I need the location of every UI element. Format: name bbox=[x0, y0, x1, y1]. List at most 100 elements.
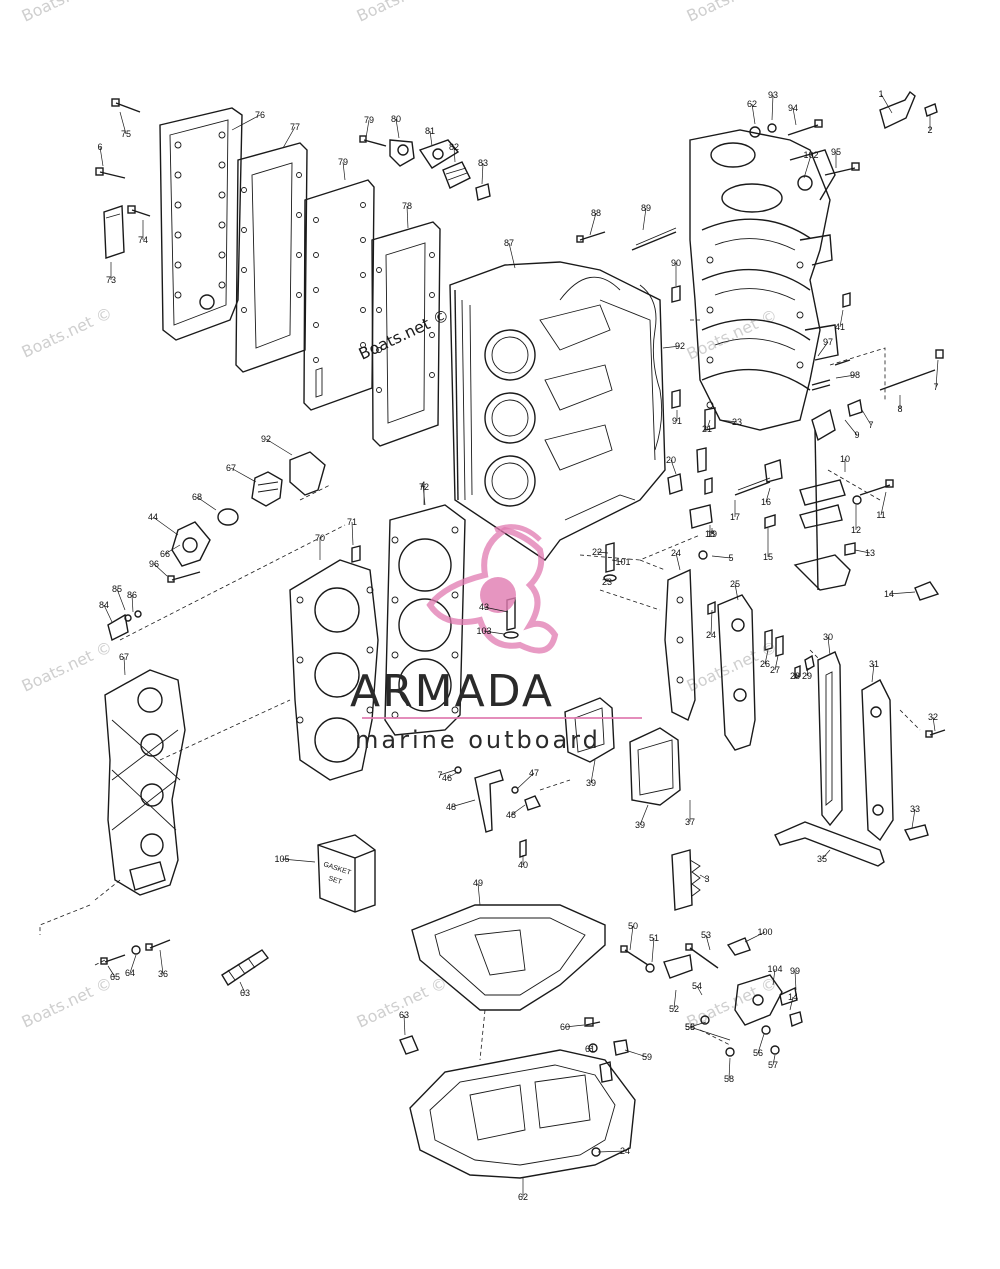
callout-number: 92 bbox=[261, 434, 271, 444]
cylinder-block-89 bbox=[449, 261, 666, 561]
callout-number: 39 bbox=[586, 778, 596, 788]
watermark-text: Boats.net © bbox=[19, 303, 115, 361]
callout-leader bbox=[854, 549, 871, 554]
gasket-41 bbox=[564, 697, 615, 763]
callout-number: 86 bbox=[127, 590, 137, 600]
callout-number: 22 bbox=[592, 547, 602, 557]
callout-number: 8 bbox=[897, 404, 902, 414]
callout-leader bbox=[705, 934, 711, 951]
exhaust-cover-78 bbox=[159, 107, 243, 341]
exhaust-gasket-79b bbox=[371, 221, 441, 447]
watermark-text: Boats.net © bbox=[684, 0, 780, 26]
callout-number: 105 bbox=[0, 0, 8, 2]
callout-number: 24 bbox=[706, 630, 716, 640]
watermark-text: Boats.net © bbox=[354, 973, 450, 1031]
callout-leader bbox=[871, 663, 875, 683]
callout-leader bbox=[510, 804, 526, 816]
callout-number: 17 bbox=[730, 512, 740, 522]
callout-number: 61 bbox=[585, 1044, 595, 1054]
gasket-set-label-line2: SET bbox=[327, 875, 343, 886]
callout-leader bbox=[880, 491, 887, 516]
bottom-left-parts bbox=[100, 939, 270, 986]
callout-number: 4 bbox=[420, 480, 425, 490]
callout-leader bbox=[483, 630, 505, 635]
gasket-75 bbox=[103, 205, 125, 259]
callout-number: 104 bbox=[767, 964, 782, 974]
callout-number: 32 bbox=[928, 712, 938, 722]
callout-number: 15 bbox=[763, 552, 773, 562]
callout-number: 14 bbox=[884, 589, 894, 599]
crankcase-99 bbox=[689, 129, 839, 431]
callout-number: 6 bbox=[97, 142, 102, 152]
callout-number: 100 bbox=[757, 927, 772, 937]
callout-number: 76 bbox=[255, 110, 265, 120]
callout-number: 60 bbox=[560, 1022, 570, 1032]
callout-number: 30 bbox=[823, 632, 833, 642]
callout-number: 28 bbox=[790, 671, 800, 681]
callout-leader bbox=[794, 673, 798, 677]
bracket-3 bbox=[671, 849, 701, 911]
armada-logo: ARMADA marine outboard bbox=[350, 524, 642, 754]
callout-number: 80 bbox=[391, 114, 401, 124]
watermark-text: Boats.net © bbox=[19, 0, 115, 26]
callout-number: 50 bbox=[628, 921, 638, 931]
manifold-68 bbox=[104, 610, 186, 896]
callout-number: 49 bbox=[473, 878, 483, 888]
assembly-lines bbox=[39, 319, 921, 1061]
callout-number: 63 bbox=[399, 1010, 409, 1020]
callout-leader bbox=[673, 989, 677, 1010]
callout-number: 79 bbox=[338, 157, 348, 167]
adapter-gasket-51 bbox=[411, 904, 606, 1011]
callout-number: 10 bbox=[840, 454, 850, 464]
callout-number: 44 bbox=[148, 512, 158, 522]
callout-number: 25 bbox=[730, 579, 740, 589]
callout-number: 46 bbox=[442, 773, 452, 783]
watermark-text: Boats.net © bbox=[19, 973, 115, 1031]
callout-number: 70 bbox=[315, 533, 325, 543]
callout-leader bbox=[935, 359, 939, 388]
callout-number: 19 bbox=[707, 529, 717, 539]
callout-leader bbox=[792, 107, 797, 126]
thermostat-group bbox=[359, 135, 491, 201]
cover-27 bbox=[707, 594, 756, 751]
callout-leader bbox=[888, 591, 916, 595]
callout-layer: 1234567778910111213141415161718192021222… bbox=[0, 0, 939, 1202]
callout-leader bbox=[231, 114, 261, 131]
callout-number: 1 bbox=[878, 89, 883, 99]
callout-leader bbox=[230, 467, 257, 483]
callout-number: 62 bbox=[747, 99, 757, 109]
callout-leader bbox=[719, 419, 738, 423]
head-gasket-74 bbox=[384, 504, 466, 736]
callout-number: 26 bbox=[760, 659, 770, 669]
callout-number: 56 bbox=[753, 1048, 763, 1058]
callout-leader bbox=[196, 496, 217, 511]
callout-leader bbox=[153, 563, 168, 577]
callout-number: 92 bbox=[675, 341, 685, 351]
small-parts-28-31 bbox=[764, 629, 946, 841]
callout-number: 56 bbox=[685, 1022, 695, 1032]
callout-leader bbox=[699, 874, 708, 880]
callout-number: 53 bbox=[701, 930, 711, 940]
cover-33 bbox=[861, 679, 894, 842]
callout-leader bbox=[596, 551, 609, 554]
callout-number: 65 bbox=[110, 972, 120, 982]
callout-number: 20 bbox=[666, 455, 676, 465]
callout-number: 43 bbox=[479, 602, 489, 612]
callout-number: 23 bbox=[732, 417, 742, 427]
watermark-layer: Boats.net © Boats.net © Boats.net © Boat… bbox=[19, 0, 780, 1032]
callout-leader bbox=[403, 1014, 406, 1036]
callout-leader bbox=[589, 212, 597, 236]
callout-leader bbox=[265, 438, 293, 456]
callout-number: 62 bbox=[518, 1192, 528, 1202]
callout-number: 29 bbox=[802, 671, 812, 681]
callout-number: 75 bbox=[121, 129, 131, 139]
callout-number: 83 bbox=[478, 158, 488, 168]
callout-number: 11 bbox=[876, 510, 885, 520]
callout-leader bbox=[439, 769, 456, 776]
watermark-text: Boats.net © bbox=[354, 0, 450, 26]
exhaust-plate-80 bbox=[303, 179, 375, 411]
callout-number: 59 bbox=[642, 1052, 652, 1062]
linkage-bottom-right bbox=[620, 937, 803, 1057]
callout-leader bbox=[282, 126, 296, 149]
throttle-linkage bbox=[667, 399, 940, 601]
